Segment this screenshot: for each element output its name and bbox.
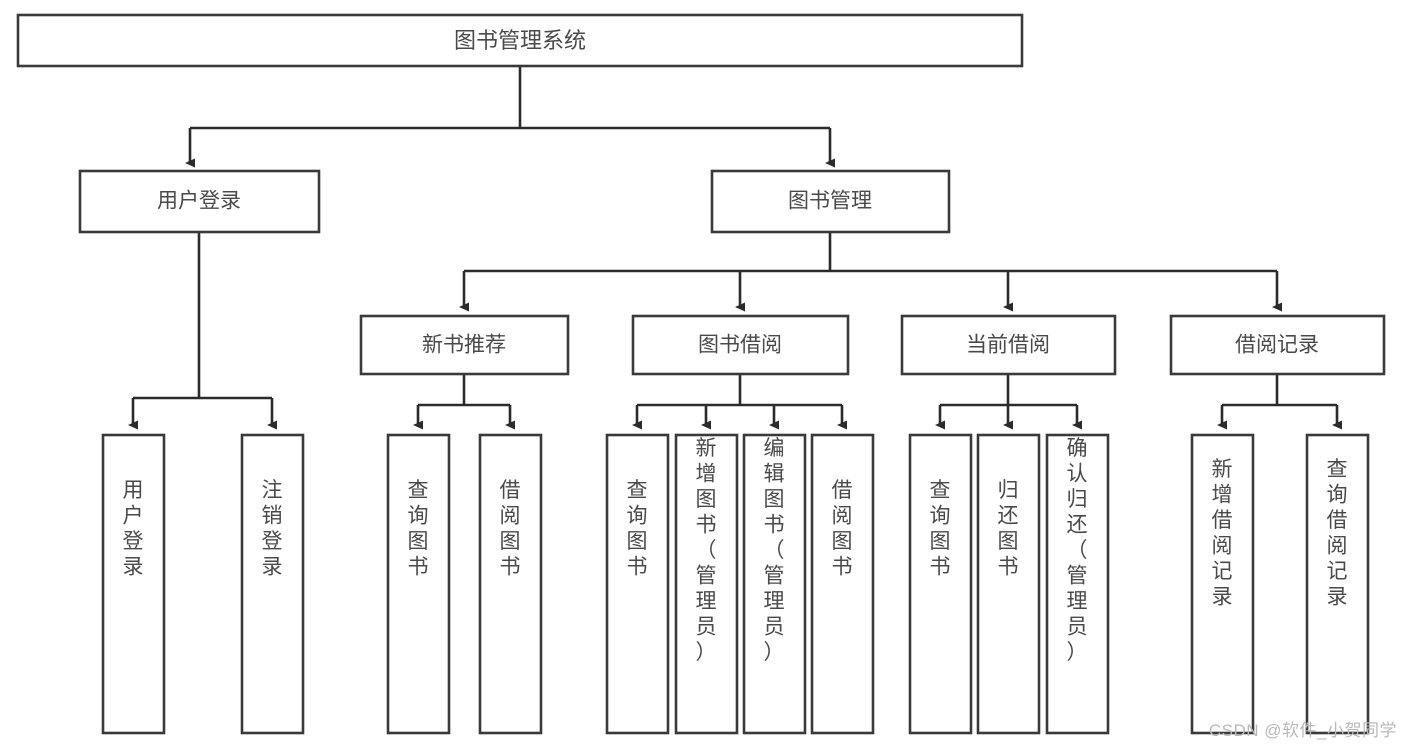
- leaf-user-login-1-box[interactable]: [240, 433, 305, 735]
- node-current-borrow[interactable]: 当前借阅: [900, 314, 1117, 376]
- node-book-borrow-label: 图书借阅: [698, 334, 782, 357]
- leaf-book-borrow-3[interactable]: 借阅图书: [810, 433, 875, 735]
- leaf-current-borrow-1-label: 归还图书: [998, 479, 1019, 579]
- leaf-current-borrow-2-label: 确认归还（管理员）: [1067, 437, 1088, 664]
- leaf-book-borrow-2-box[interactable]: [742, 433, 807, 735]
- node-user-login-box[interactable]: [78, 169, 321, 234]
- leaf-user-login-0-label: 用户登录: [123, 479, 144, 579]
- node-root[interactable]: 图书管理系统: [16, 13, 1024, 68]
- leaf-book-borrow-1[interactable]: 新增图书（管理员）: [674, 433, 739, 735]
- leaf-new-book-rec-0[interactable]: 查询图书: [386, 433, 451, 735]
- node-book-manage-box[interactable]: [710, 169, 951, 234]
- leaf-user-login-0-box[interactable]: [101, 433, 166, 735]
- leaf-new-book-rec-1[interactable]: 借阅图书: [478, 433, 543, 735]
- node-user-login[interactable]: 用户登录: [78, 169, 321, 234]
- node-book-manage-label: 图书管理: [788, 190, 872, 213]
- leaf-current-borrow-2-box[interactable]: [1045, 433, 1110, 735]
- node-book-manage[interactable]: 图书管理: [710, 169, 951, 234]
- leaf-current-borrow-1[interactable]: 归还图书: [976, 433, 1041, 735]
- leaf-current-borrow-0[interactable]: 查询图书: [908, 433, 973, 735]
- node-borrow-record[interactable]: 借阅记录: [1169, 314, 1386, 376]
- leaf-user-login-1[interactable]: 注销登录: [240, 433, 305, 735]
- leaf-book-borrow-0-box[interactable]: [605, 433, 670, 735]
- leaf-book-borrow-2-label: 编辑图书（管理员）: [764, 437, 785, 664]
- node-borrow-record-label: 借阅记录: [1235, 334, 1319, 357]
- node-new-book-rec-box[interactable]: [359, 314, 570, 376]
- leaf-current-borrow-2[interactable]: 确认归还（管理员）: [1045, 433, 1110, 735]
- leaf-new-book-rec-0-box[interactable]: [386, 433, 451, 735]
- node-user-login-label: 用户登录: [157, 190, 241, 213]
- leaf-current-borrow-1-box[interactable]: [976, 433, 1041, 735]
- leaf-user-login-0[interactable]: 用户登录: [101, 433, 166, 735]
- leaf-borrow-record-1-label: 查询借阅记录: [1327, 458, 1348, 609]
- leaf-current-borrow-0-box[interactable]: [908, 433, 973, 735]
- node-current-borrow-label: 当前借阅: [966, 334, 1050, 357]
- leaf-book-borrow-1-label: 新增图书（管理员）: [696, 437, 717, 664]
- leaf-book-borrow-0-label: 查询图书: [627, 479, 648, 579]
- node-new-book-rec[interactable]: 新书推荐: [359, 314, 570, 376]
- leaf-borrow-record-0-label: 新增借阅记录: [1212, 458, 1233, 609]
- leaf-book-borrow-0[interactable]: 查询图书: [605, 433, 670, 735]
- node-root-label: 图书管理系统: [454, 28, 586, 53]
- connector-layer: [128, 66, 1342, 430]
- leaf-user-login-1-label: 注销登录: [262, 479, 283, 579]
- node-borrow-record-box[interactable]: [1169, 314, 1386, 376]
- node-book-borrow[interactable]: 图书借阅: [631, 314, 850, 376]
- leaf-borrow-record-0-box[interactable]: [1190, 433, 1255, 735]
- leaf-new-book-rec-1-label: 借阅图书: [500, 479, 521, 579]
- leaf-book-borrow-3-box[interactable]: [810, 433, 875, 735]
- leaf-book-borrow-1-box[interactable]: [674, 433, 739, 735]
- leaf-book-borrow-3-label: 借阅图书: [832, 479, 853, 579]
- node-book-borrow-box[interactable]: [631, 314, 850, 376]
- node-new-book-rec-label: 新书推荐: [422, 334, 506, 357]
- leaf-borrow-record-1-box[interactable]: [1305, 433, 1370, 735]
- leaf-borrow-record-0[interactable]: 新增借阅记录: [1190, 433, 1255, 735]
- node-current-borrow-box[interactable]: [900, 314, 1117, 376]
- csdn-watermark: CSDN @软件_小贺同学: [1208, 721, 1397, 740]
- leaf-current-borrow-0-label: 查询图书: [930, 479, 951, 579]
- leaf-new-book-rec-0-label: 查询图书: [408, 479, 429, 579]
- leaf-borrow-record-1[interactable]: 查询借阅记录: [1305, 433, 1370, 735]
- leaf-new-book-rec-1-box[interactable]: [478, 433, 543, 735]
- node-root-box[interactable]: [16, 13, 1024, 68]
- leaf-book-borrow-2[interactable]: 编辑图书（管理员）: [742, 433, 807, 735]
